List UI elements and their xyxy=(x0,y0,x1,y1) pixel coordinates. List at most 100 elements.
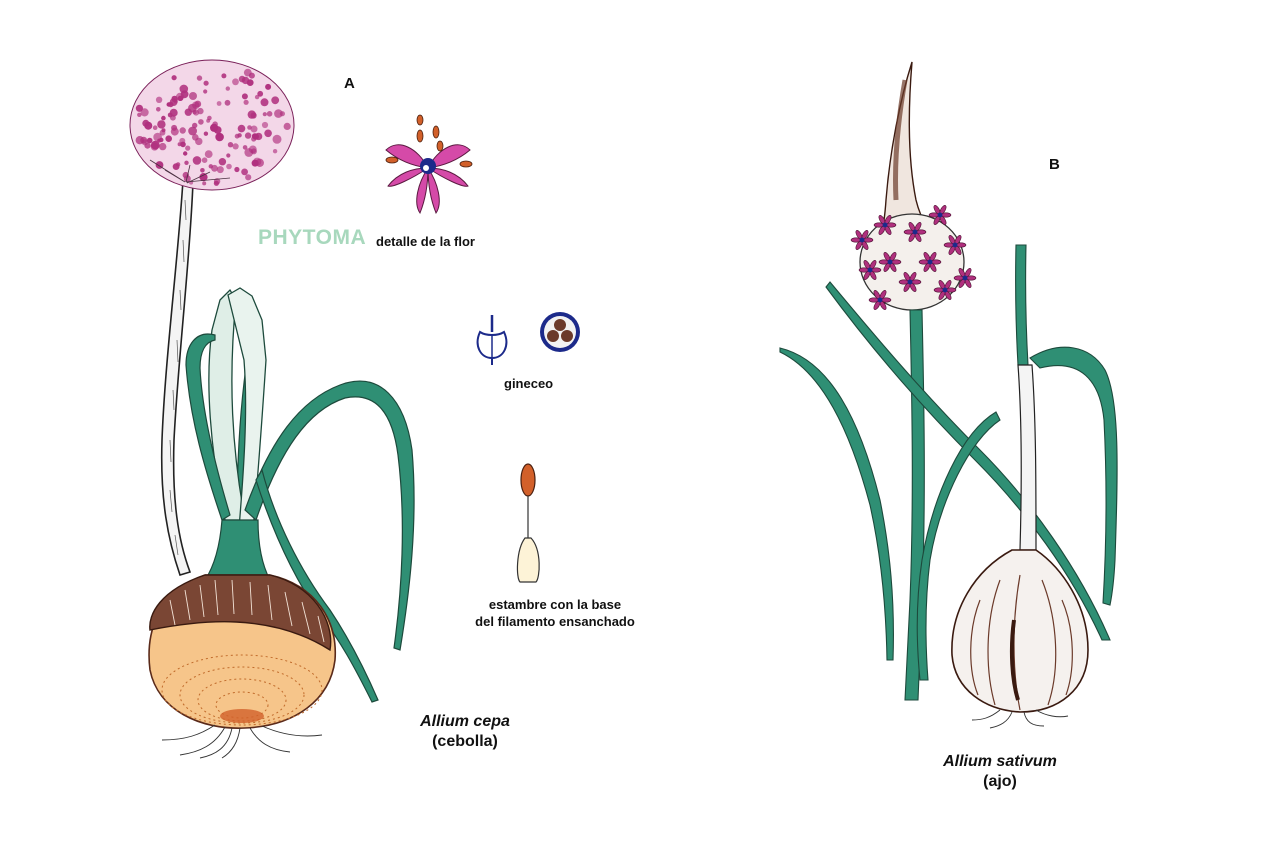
umbel-floret xyxy=(213,126,222,134)
garlic-flower-center xyxy=(859,237,865,243)
umbel-floret xyxy=(156,107,161,112)
garlic-flower-center xyxy=(927,259,933,265)
onion-leaf-left xyxy=(185,333,231,521)
umbel-floret xyxy=(226,163,232,170)
umbel-floret xyxy=(237,124,246,133)
umbel-floret xyxy=(247,110,256,119)
gynoecium-side-drawing xyxy=(476,315,508,365)
onion-leaf-drooping xyxy=(255,468,379,703)
onion-scape xyxy=(160,179,194,576)
umbel-floret xyxy=(192,156,202,165)
umbel-floret xyxy=(265,83,272,90)
umbel-floret xyxy=(203,80,209,86)
umbel-floret xyxy=(250,125,258,133)
umbel-floret xyxy=(279,111,285,117)
umbel-floret xyxy=(242,145,248,150)
umbel-floret xyxy=(200,168,205,173)
umbel-floret xyxy=(207,115,212,121)
umbel-floret xyxy=(170,127,179,136)
garlic-pseudostem xyxy=(1017,364,1037,551)
umbel-floret xyxy=(272,134,282,144)
umbel-floret xyxy=(217,132,222,138)
umbel-floret xyxy=(232,143,239,150)
umbel-floret xyxy=(155,96,163,104)
garlic-leaf-cross xyxy=(916,411,1001,681)
garlic-flower-center xyxy=(937,212,943,218)
umbel-floret xyxy=(183,151,188,156)
umbel-floret xyxy=(179,127,186,134)
umbel-floret xyxy=(254,94,260,100)
allium-cepa-label: Allium cepa (cebolla) xyxy=(400,712,530,752)
umbel-floret xyxy=(241,93,248,100)
umbel-floret xyxy=(165,135,172,142)
umbel-floret xyxy=(264,129,272,138)
umbel-floret xyxy=(150,142,159,151)
umbel-floret xyxy=(216,101,222,106)
umbel-floret xyxy=(237,133,242,138)
allium-cepa-common: (cebolla) xyxy=(432,733,498,750)
umbel-floret xyxy=(251,133,258,140)
umbel-floret xyxy=(135,104,143,112)
umbel-floret xyxy=(226,153,231,158)
umbel-floret xyxy=(202,181,207,186)
umbel-floret xyxy=(257,90,264,97)
umbel-floret xyxy=(171,75,177,81)
garlic-flower-center xyxy=(882,222,888,228)
umbel-floret xyxy=(227,142,234,148)
onion-bulb xyxy=(148,574,337,759)
stamen-caption-line1: estambre con la base xyxy=(488,597,622,612)
garlic-flower-center xyxy=(912,229,918,235)
umbel-floret xyxy=(283,122,291,130)
umbel-floret xyxy=(172,163,180,171)
garlic-leaf-right xyxy=(1029,346,1118,606)
gynoecium-caption: gineceo xyxy=(504,376,554,391)
garlic-leaf-left xyxy=(779,347,894,661)
umbel-floret xyxy=(140,108,149,117)
umbel-floret xyxy=(166,102,171,107)
onion-umbel xyxy=(129,59,295,191)
umbel-floret xyxy=(248,145,257,154)
umbel-floret xyxy=(262,112,267,117)
umbel-floret xyxy=(244,132,252,139)
umbel-floret xyxy=(213,180,219,186)
umbel-floret xyxy=(208,164,213,169)
umbel-floret xyxy=(141,139,148,146)
umbel-floret xyxy=(221,73,227,79)
garlic-flower-center xyxy=(962,275,968,281)
umbel-floret xyxy=(161,115,166,121)
umbel-floret xyxy=(196,75,203,81)
allium-cepa-plant xyxy=(129,59,415,759)
umbel-floret xyxy=(146,137,153,144)
umbel-floret xyxy=(271,96,280,105)
umbel-floret xyxy=(185,145,191,151)
umbel-floret xyxy=(137,112,142,118)
garlic-leaf-long-diag xyxy=(825,281,1111,641)
garlic-flower-center xyxy=(877,297,883,303)
allium-sativum-latin: Allium sativum xyxy=(943,753,1057,770)
umbel-floret xyxy=(201,157,208,163)
garlic-umbel xyxy=(850,205,977,311)
umbel-floret xyxy=(199,173,208,182)
onion-leaf-right-long xyxy=(244,380,415,651)
phytoma-watermark: PHYTOMA xyxy=(258,226,367,249)
umbel-floret xyxy=(245,174,252,181)
umbel-floret xyxy=(189,92,197,100)
onion-neck xyxy=(203,519,271,581)
allium-cepa-latin: Allium cepa xyxy=(420,713,510,730)
stamen-drawing xyxy=(516,463,540,583)
garlic-bulb xyxy=(951,549,1089,729)
umbel-floret xyxy=(224,99,231,106)
garlic-cut-stem xyxy=(1015,244,1029,366)
umbel-floret xyxy=(266,111,273,117)
umbel-floret xyxy=(184,160,189,165)
garlic-flower-center xyxy=(907,279,913,285)
umbel-floret xyxy=(188,126,198,136)
umbel-floret xyxy=(203,89,208,94)
garlic-flower-center xyxy=(887,259,893,265)
flower-detail-drawing xyxy=(385,114,473,215)
flower-detail-caption: detalle de la flor xyxy=(376,234,475,249)
umbel-floret xyxy=(212,121,218,127)
umbel-floret xyxy=(159,142,167,151)
panel-a-letter: A xyxy=(344,75,355,92)
